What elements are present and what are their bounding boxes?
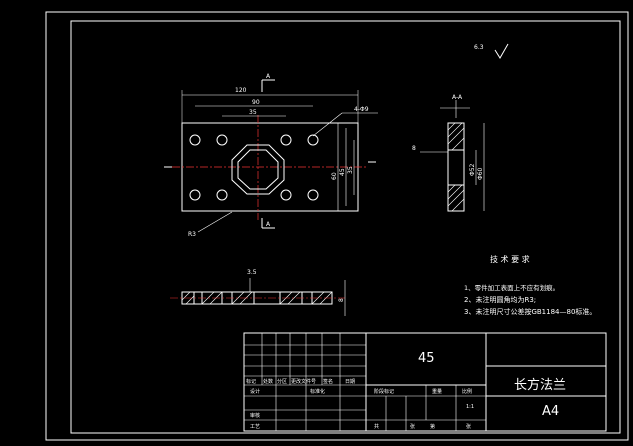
section-label: A-A	[452, 94, 463, 101]
front-view[interactable]: 120 90 35 A A 60 45 35 4-Φ9 R3	[164, 73, 378, 238]
scale-value: 1:1	[466, 404, 474, 410]
row-process: 工艺	[250, 424, 260, 430]
col-change-doc: 更改文件号	[291, 378, 316, 385]
requirement-1: 1、零件加工表面上不应有划痕。	[464, 283, 559, 292]
col-date: 日期	[345, 379, 355, 385]
part-name: 长方法兰	[514, 377, 566, 393]
col-zone: 分区	[277, 378, 287, 385]
page-sheet-label: 张	[466, 423, 471, 430]
dim-thickness: 8	[412, 145, 416, 152]
bottom-label: 3.5	[247, 269, 257, 276]
dim-depth: 8	[338, 298, 345, 302]
dim-d2: Φ60	[477, 167, 484, 180]
dim-d1: Φ52	[469, 163, 476, 176]
material-label: 45	[418, 351, 435, 366]
roughness-value: 6.3	[474, 44, 484, 51]
sheet-size: A4	[542, 404, 559, 419]
row-design: 设计	[250, 388, 260, 395]
total-label: 共	[374, 423, 379, 430]
side-section-view[interactable]: A-A 8 Φ52 Φ60	[412, 94, 485, 212]
section-mark-top: A	[266, 73, 271, 80]
inner-border	[70, 20, 621, 434]
title-block[interactable]: 45 长方法兰 A4 1:1 标记 处数 分区 更改文件号 签名 日期 设计 标…	[243, 332, 607, 432]
dim-overall-width: 120	[235, 87, 247, 94]
sheet-label: 张	[410, 423, 415, 430]
dim-height-outer: 60	[331, 172, 338, 180]
tech-title: 技 术 要 求	[490, 254, 530, 264]
col-sign: 签名	[323, 378, 333, 385]
col-count: 处数	[263, 378, 273, 385]
roughness-symbol: 6.3	[474, 43, 509, 59]
row-review: 审核	[250, 412, 260, 419]
dim-height-mid: 45	[339, 168, 346, 176]
stage-mark: 阶段标记	[374, 388, 394, 395]
bottom-section-view[interactable]: 3.5 8	[170, 269, 346, 316]
callout-holes: 4-Φ9	[354, 106, 369, 113]
dim-inner-span: 35	[249, 109, 257, 116]
dim-hole-span: 90	[252, 99, 260, 106]
ratio-label: 比例	[462, 388, 472, 395]
section-mark-bottom: A	[266, 221, 271, 228]
tech-requirements: 技 术 要 求 1、零件加工表面上不应有划痕。 2、未注明圆角均为R3; 3、未…	[464, 254, 596, 316]
weight-label: 重量	[432, 388, 442, 395]
dim-height-inner: 35	[347, 166, 354, 174]
col-mark: 标记	[246, 378, 256, 385]
callout-chamfer: R3	[188, 231, 196, 238]
row-standard: 标准化	[310, 388, 325, 395]
requirement-3: 3、未注明尺寸公差按GB1184—80标准。	[464, 307, 596, 316]
page-label: 第	[430, 423, 435, 430]
requirement-2: 2、未注明圆角均为R3;	[464, 295, 536, 304]
outer-border	[45, 11, 629, 441]
